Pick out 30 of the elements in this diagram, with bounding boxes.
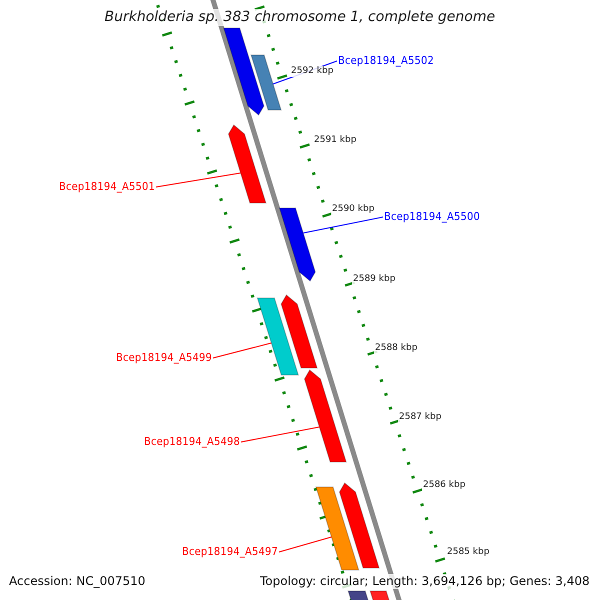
gene-block <box>228 124 267 204</box>
gene-label: Bcep18194_A5501 <box>59 180 155 193</box>
gene-label: Bcep18194_A5498 <box>144 435 240 448</box>
gene-label: Bcep18194_A5499 <box>116 351 212 364</box>
footer-text: Topology: circular; Length: 3,694,126 bp; Genes: 3,408 <box>258 574 592 589</box>
gene-block <box>304 369 347 462</box>
scale-label: 2586 kbp <box>422 480 466 491</box>
gene-block <box>280 294 318 368</box>
leader-line <box>302 216 384 234</box>
scale-label: 2591 kbp <box>313 135 358 146</box>
title: Burkholderia sp. 383 chromosome 1, complete genome <box>102 9 498 26</box>
scale-label: 2589 kbp <box>352 274 396 285</box>
scale-label: 2590 kbp <box>331 204 376 215</box>
gene-block <box>256 298 299 376</box>
leader-line <box>240 426 320 442</box>
leader-line <box>156 172 242 188</box>
gene-block <box>223 28 264 116</box>
scale-label: 2592 kbp <box>290 66 334 77</box>
gene-block <box>278 208 316 282</box>
scale-label: 2587 kbp <box>398 412 442 423</box>
gene-label: Bcep18194_A5497 <box>182 545 278 558</box>
scale-label: 2588 kbp <box>374 343 418 354</box>
gene-label: Bcep18194_A5502 <box>338 54 434 67</box>
gene-label: Bcep18194_A5500 <box>384 210 480 223</box>
leader-line <box>278 536 332 552</box>
gene-block <box>315 486 360 570</box>
gene-block <box>250 54 282 110</box>
footer-text: Accession: NC_007510 <box>7 574 148 589</box>
scale-label: 2585 kbp <box>446 547 490 558</box>
gene-block <box>338 482 380 568</box>
